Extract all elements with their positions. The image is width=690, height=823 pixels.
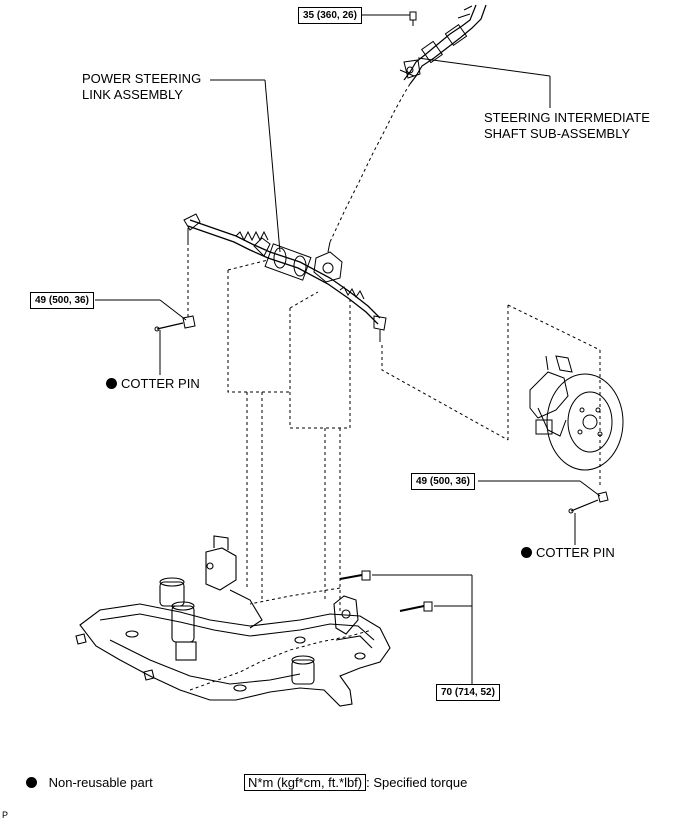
- non-reusable-dot-icon: [106, 378, 117, 389]
- intermediate-shaft-line2: SHAFT SUB-ASSEMBLY: [484, 126, 631, 141]
- intermediate-shaft-drawing: [399, 4, 487, 85]
- legend-non-reusable-label: Non-reusable part: [48, 775, 153, 790]
- cotter-pin-left-callout: COTTER PIN: [106, 376, 200, 392]
- corner-mark: P: [2, 810, 9, 820]
- legend-torque-units-box: N*m (kgf*cm, ft.*lbf): [244, 774, 367, 791]
- intermediate-shaft-line1: STEERING INTERMEDIATE: [484, 110, 650, 125]
- torque-spec-crossmember-bolts: 70 (714, 52): [436, 684, 500, 701]
- cotter-pin-right-label: COTTER PIN: [536, 545, 615, 560]
- steering-rack-drawing: [183, 213, 387, 342]
- cotter-pin-left-label: COTTER PIN: [121, 376, 200, 391]
- power-steering-link-line2: LINK ASSEMBLY: [82, 87, 183, 102]
- legend-torque: N*m (kgf*cm, ft.*lbf): Specified torque: [244, 774, 467, 791]
- knuckle-brake-drawing: [529, 355, 624, 471]
- legend-non-reusable: Non-reusable part: [26, 775, 153, 791]
- crossmember-bolts-drawing: [339, 570, 433, 612]
- cotter-pin-right-callout: COTTER PIN: [521, 545, 615, 561]
- legend-torque-suffix: : Specified torque: [366, 775, 468, 790]
- power-steering-link-line1: POWER STEERING: [82, 71, 202, 86]
- non-reusable-dot-icon: [26, 777, 37, 788]
- crossmember-drawing: [75, 535, 391, 707]
- torque-spec-shaft-bolt: 35 (360, 26): [298, 7, 362, 24]
- phantom-guides: [189, 259, 601, 691]
- non-reusable-dot-icon: [521, 547, 532, 558]
- left-tie-rod-nut-drawing: [154, 315, 196, 332]
- intermediate-shaft-callout: STEERING INTERMEDIATE SHAFT SUB-ASSEMBLY: [484, 110, 650, 142]
- torque-spec-tie-rod-right: 49 (500, 36): [411, 473, 475, 490]
- torque-spec-tie-rod-left: 49 (500, 36): [30, 292, 94, 309]
- power-steering-link-callout: POWER STEERING LINK ASSEMBLY: [82, 71, 201, 103]
